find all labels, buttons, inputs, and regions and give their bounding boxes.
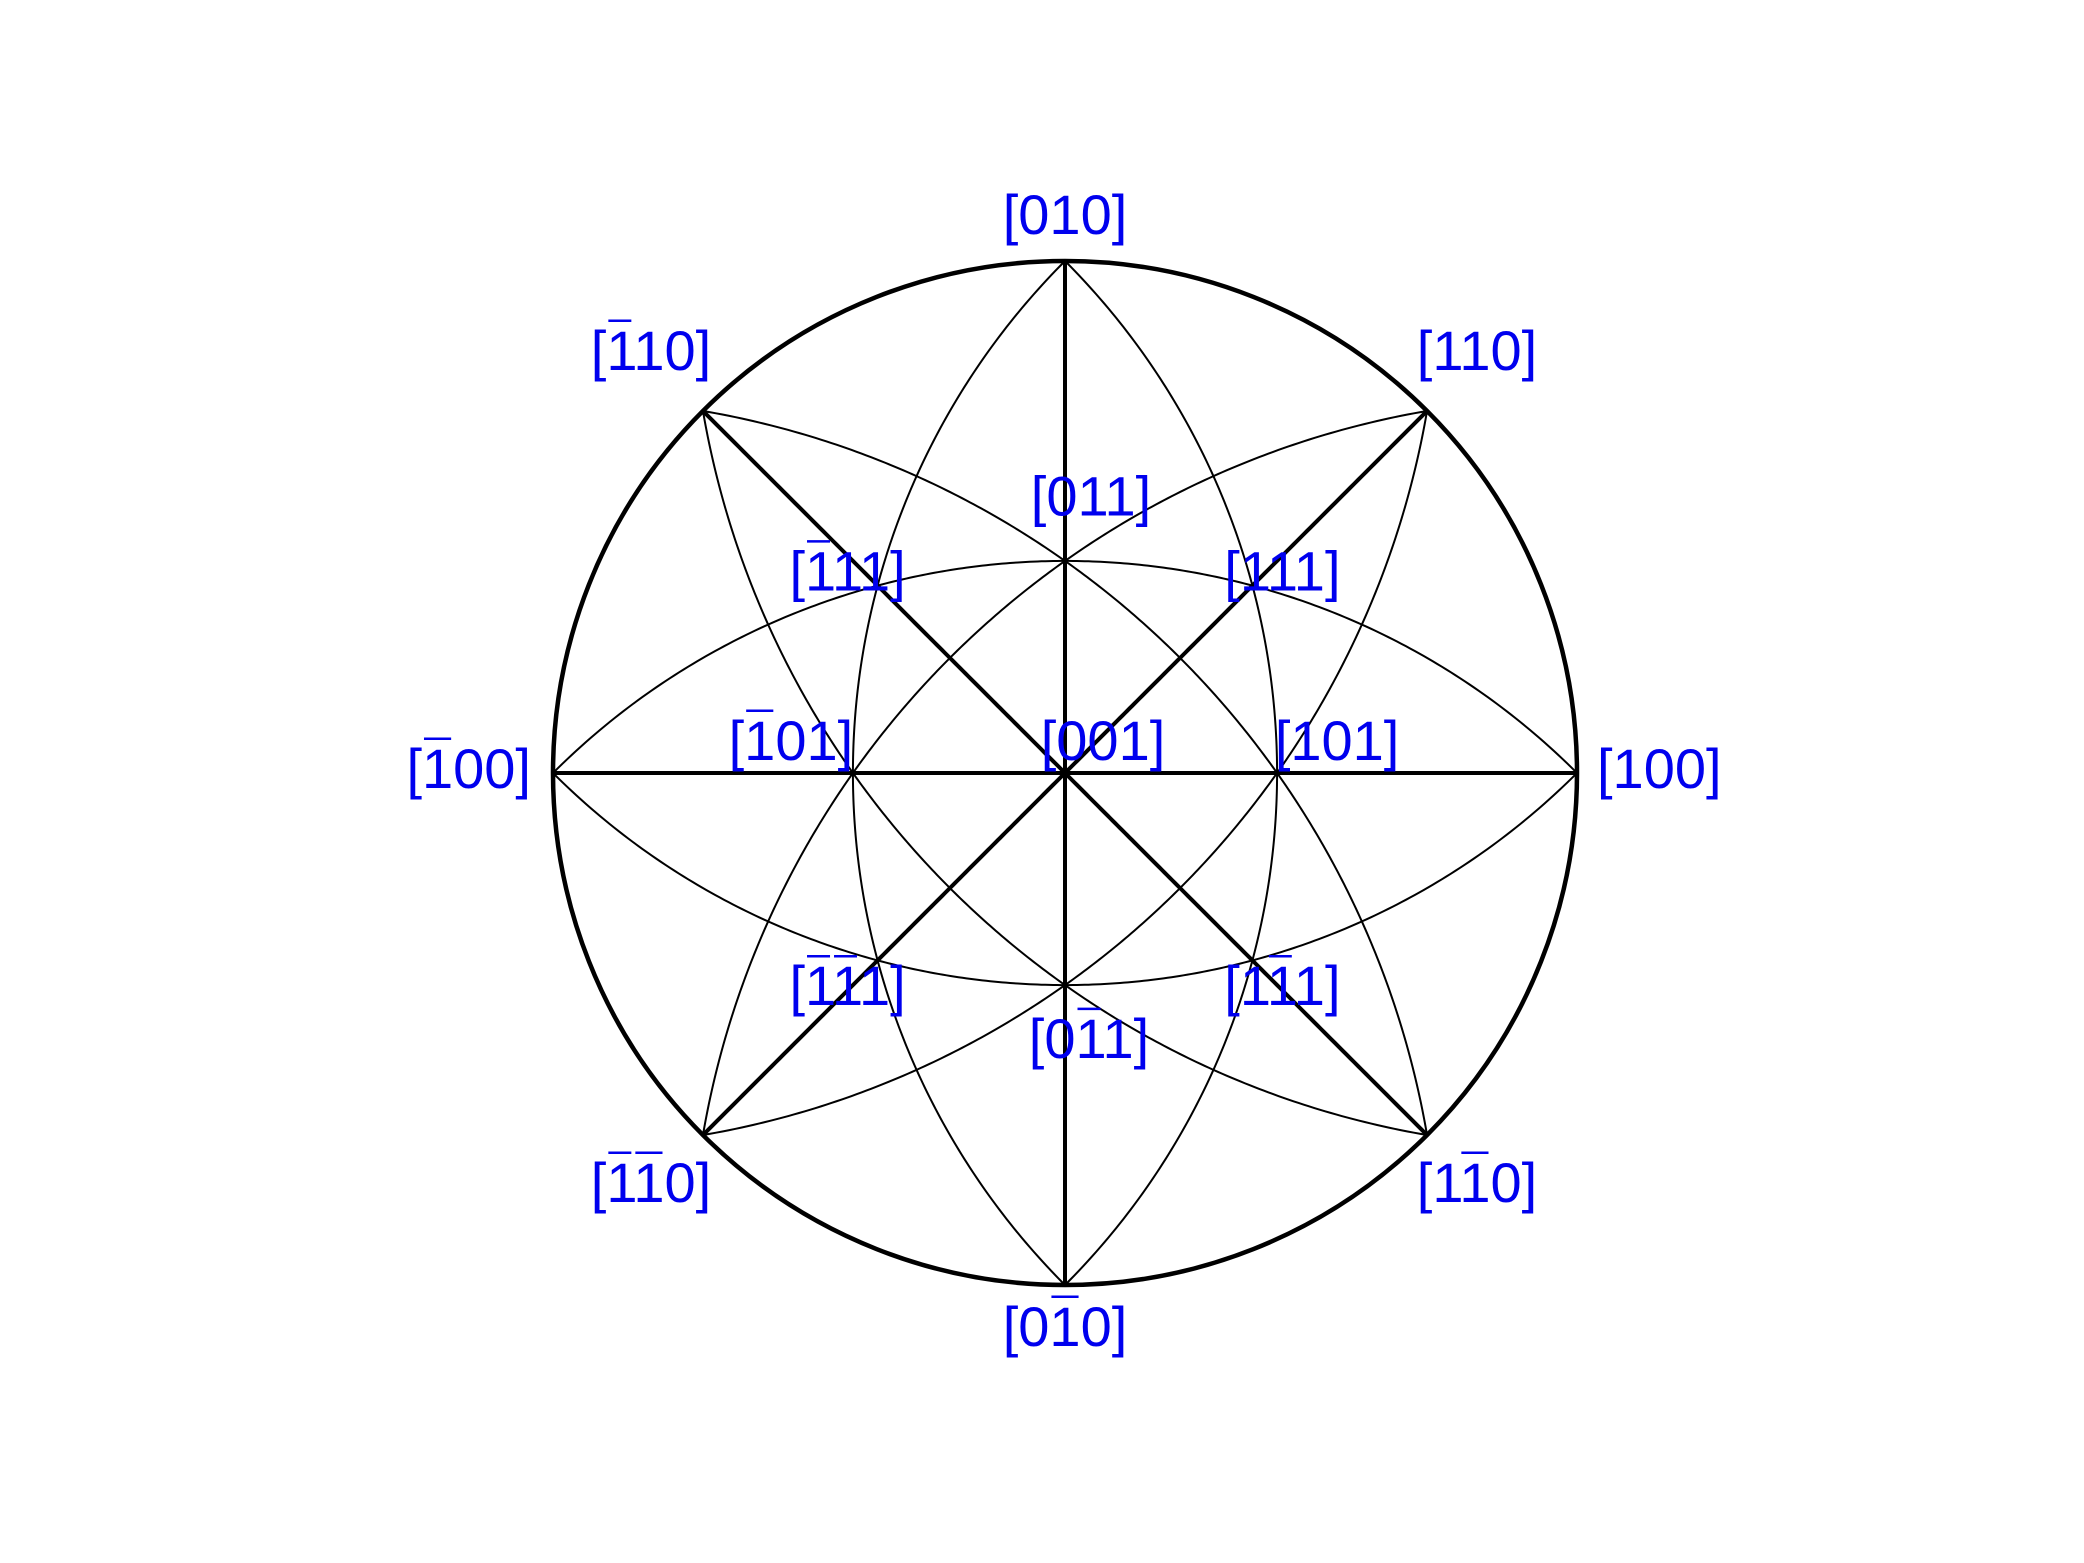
great-circle-layer	[550, 258, 1580, 1288]
pole-label-pm110: [110]	[591, 319, 711, 382]
pole-label-p100: [100]	[1597, 737, 1722, 800]
pole-label-p0m11: [011]	[1029, 1007, 1149, 1070]
pole-label-p1m11: [111]	[1224, 954, 1340, 1017]
pole-label-p1m10: [110]	[1417, 1151, 1537, 1214]
pole-label-pm101: [101]	[729, 709, 854, 772]
arc-nm111	[702, 410, 1429, 1137]
pole-label-p001: [001]	[1041, 709, 1166, 772]
pole-label-layer: [100] [100] [010] [010] [110] [110] [110] [110]…	[406, 183, 1721, 1358]
pole-label-p0m10: [010]	[1003, 1295, 1128, 1358]
arc-nm1m11	[702, 409, 1429, 1136]
pole-label-p101: [101]	[1275, 709, 1400, 772]
pole-label-pm1m11: [111]	[789, 954, 905, 1017]
pole-label-p010: [010]	[1003, 183, 1128, 246]
pole-label-pm100: [100]	[406, 737, 531, 800]
pole-label-p110: [110]	[1417, 319, 1537, 382]
arc-n111	[701, 410, 1428, 1137]
arc-n1m11	[701, 409, 1428, 1136]
diameter-m110	[701, 409, 1429, 1137]
pole-label-p011: [011]	[1031, 465, 1151, 528]
pole-label-pm1m10: [110]	[591, 1151, 711, 1214]
pole-label-pm111: [111]	[789, 539, 905, 602]
pole-label-p111: [111]	[1224, 539, 1340, 602]
